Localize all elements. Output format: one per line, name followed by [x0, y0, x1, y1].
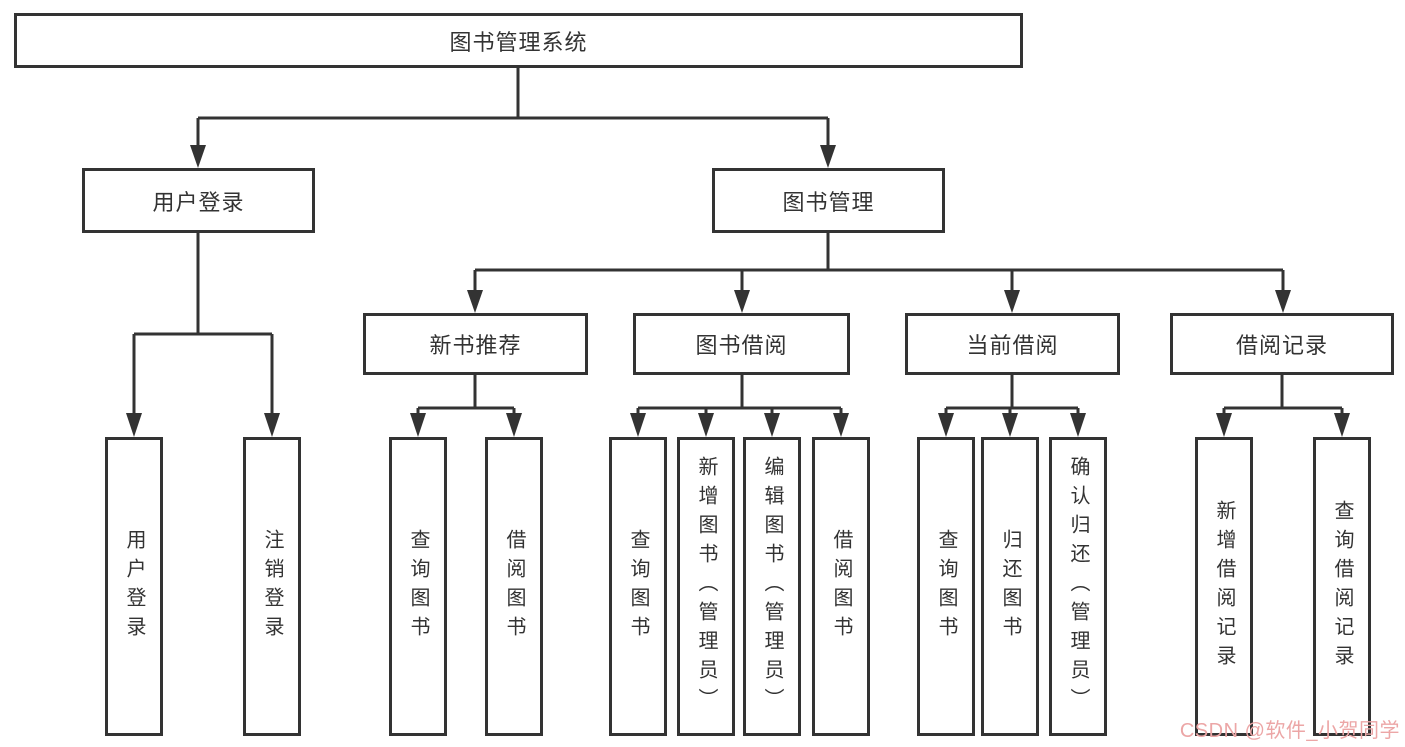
leaf-return-books: 归还图书 — [981, 437, 1039, 736]
node-label: 新增图书（管理员） — [695, 456, 717, 717]
node-label: 新书推荐 — [429, 333, 522, 358]
leaf-query-books-current: 查询图书 — [917, 437, 975, 736]
leaf-query-books-recommend: 查询图书 — [389, 437, 447, 736]
node-book-management: 图书管理 — [712, 168, 945, 233]
node-library-management-system: 图书管理系统 — [14, 13, 1023, 68]
node-new-book-recommend: 新书推荐 — [363, 313, 588, 375]
node-label: 借阅图书 — [503, 528, 525, 645]
leaf-add-books-admin: 新增图书（管理员） — [677, 437, 735, 736]
leaf-query-books-borrow: 查询图书 — [609, 437, 667, 736]
node-label: 图书管理系统 — [449, 29, 588, 55]
node-label: 归还图书 — [999, 528, 1021, 645]
node-label: 查询借阅记录 — [1331, 499, 1353, 674]
node-label: 新增借阅记录 — [1213, 499, 1235, 674]
node-label: 借阅记录 — [1235, 333, 1328, 358]
node-current-borrow: 当前借阅 — [905, 313, 1120, 375]
node-user-login: 用户登录 — [82, 168, 315, 233]
node-label: 查询图书 — [407, 528, 429, 645]
node-label: 用户登录 — [123, 528, 145, 645]
node-label: 图书借阅 — [695, 333, 788, 358]
leaf-borrow-books: 借阅图书 — [812, 437, 870, 736]
node-label: 确认归还（管理员） — [1067, 456, 1089, 717]
leaf-add-borrow-record: 新增借阅记录 — [1195, 437, 1253, 736]
node-label: 编辑图书（管理员） — [761, 456, 783, 717]
node-label: 借阅图书 — [830, 528, 852, 645]
leaf-borrow-books-recommend: 借阅图书 — [485, 437, 543, 736]
node-label: 图书管理 — [782, 189, 875, 215]
leaf-query-borrow-record: 查询借阅记录 — [1313, 437, 1371, 736]
node-label: 查询图书 — [935, 528, 957, 645]
node-book-borrow: 图书借阅 — [633, 313, 850, 375]
csdn-watermark: CSDN @软件_小贺同学 — [1179, 720, 1400, 742]
node-label: 用户登录 — [152, 189, 245, 215]
leaf-logout: 注销登录 — [243, 437, 301, 736]
leaf-user-login: 用户登录 — [105, 437, 163, 736]
node-label: 注销登录 — [261, 528, 283, 645]
leaf-edit-books-admin: 编辑图书（管理员） — [743, 437, 801, 736]
node-label: 当前借阅 — [966, 333, 1059, 358]
node-label: 查询图书 — [627, 528, 649, 645]
leaf-confirm-return-admin: 确认归还（管理员） — [1049, 437, 1107, 736]
node-borrow-records: 借阅记录 — [1170, 313, 1394, 375]
